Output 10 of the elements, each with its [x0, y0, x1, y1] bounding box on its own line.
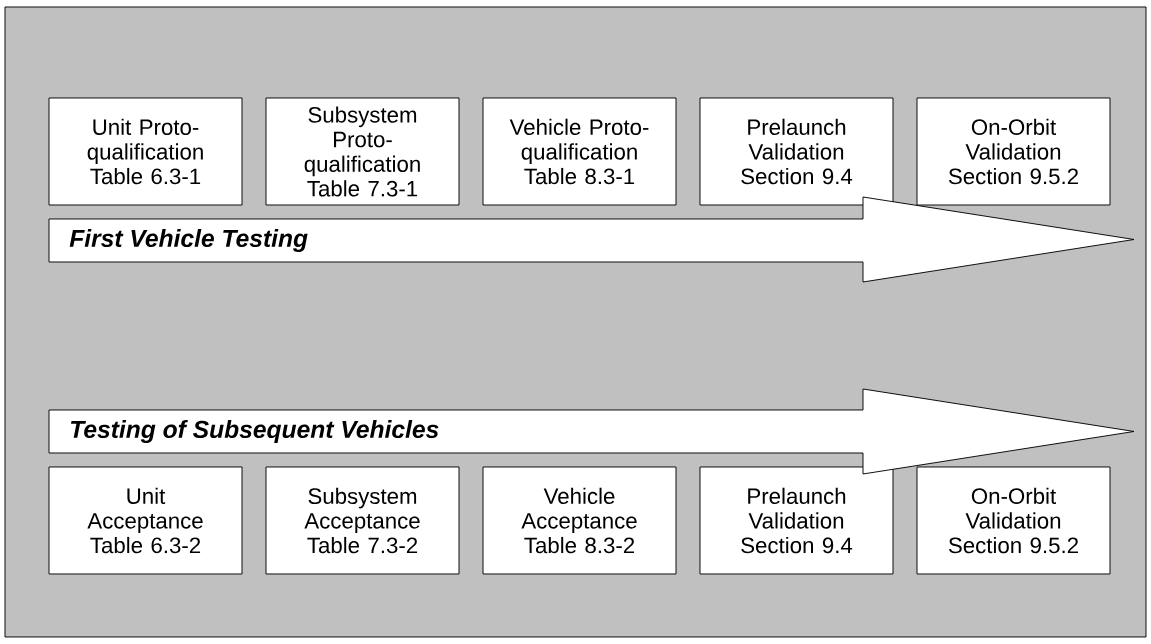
process-box: Prelaunch Validation Section 9.4 — [699, 97, 894, 206]
process-box: On-Orbit Validation Section 9.5.2 — [916, 97, 1111, 206]
process-box: Vehicle Acceptance Table 8.3-2 — [482, 466, 677, 575]
process-box: Unit Acceptance Table 6.3-2 — [48, 466, 243, 575]
process-box: Vehicle Proto-qualification Table 8.3-1 — [482, 97, 677, 206]
process-box: Subsystem Proto-qualification Table 7.3-1 — [265, 97, 460, 206]
process-box: Prelaunch Validation Section 9.4 — [699, 466, 894, 575]
process-box: On-Orbit Validation Section 9.5.2 — [916, 466, 1111, 575]
process-box: Subsystem Acceptance Table 7.3-2 — [265, 466, 460, 575]
process-box: Unit Proto-qualification Table 6.3-1 — [48, 97, 243, 206]
